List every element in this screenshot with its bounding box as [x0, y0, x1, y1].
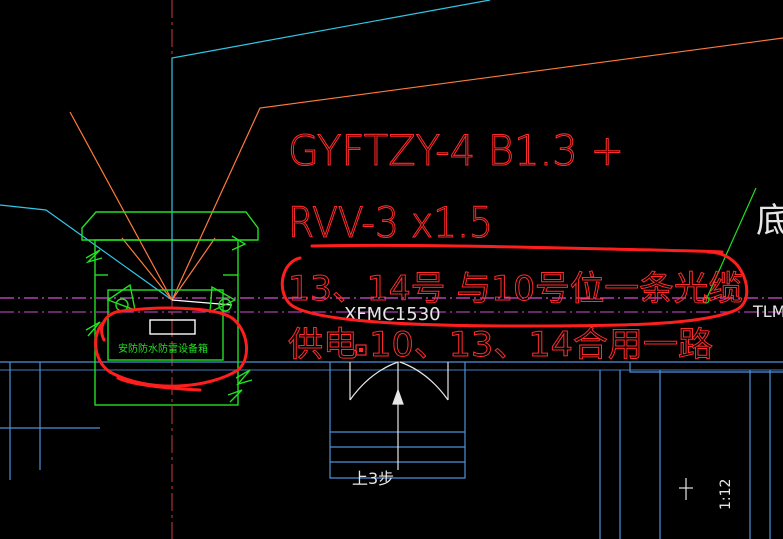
equipment-break-symbol-b	[227, 389, 243, 403]
equipment-break-symbol-tl	[85, 249, 103, 264]
cable-spec-line1: GYFTZY-4 B1.3 +	[288, 126, 624, 175]
equipment-cam-right	[218, 298, 232, 312]
wall-right-notch	[629, 362, 783, 373]
note-line1: 13、14号 与10号位一条光缆	[288, 269, 743, 309]
door-tag-marker-dot	[359, 348, 363, 352]
partial-tl-label: TLM	[752, 302, 783, 321]
markup-ellipse-note	[280, 250, 749, 328]
cable-orange-left	[69, 111, 173, 301]
cable-cyan-route	[171, 0, 491, 300]
equipment-camera-left	[106, 283, 136, 312]
door-tag-text: XFMC1530	[344, 304, 441, 325]
equipment-break-symbol-bl	[85, 321, 101, 337]
stair-arrow-head	[392, 388, 404, 405]
equipment-box-label: 安防防水防雷设备箱	[118, 342, 208, 355]
door-leaf-right	[399, 361, 449, 401]
stair-arrow	[392, 388, 404, 470]
slope-symbol	[679, 478, 693, 500]
leader-dot-right	[702, 296, 710, 304]
stair-label: 上3步	[352, 469, 394, 488]
cable-orange-right	[171, 37, 783, 301]
markup-underline	[310, 243, 724, 254]
door-tag-marker	[355, 344, 367, 356]
equipment-terminal	[149, 319, 196, 335]
slope-label: 1:12	[718, 479, 734, 510]
door-leaf-left	[349, 361, 399, 401]
equipment-camera-right	[209, 285, 237, 314]
equipment-box-inner	[107, 289, 224, 361]
cable-white-short	[171, 299, 233, 306]
centerline-group	[0, 297, 783, 313]
markup-ellipse-equipment	[94, 306, 249, 388]
leader-line-right	[705, 187, 757, 301]
stair-outline	[329, 362, 466, 479]
equipment-box-lid	[81, 211, 259, 241]
cable-spec-line2: RVV-3 x1.5	[288, 198, 493, 247]
note-line2: 供电 10、13、14合用一路	[288, 325, 713, 365]
cable-routes	[0, 0, 783, 306]
equipment-break-symbol-tr	[231, 235, 247, 251]
equipment-break-symbol-br	[235, 369, 253, 386]
partial-right-character: 底	[756, 201, 783, 241]
markup-group	[94, 243, 749, 392]
cable-cyan-left	[0, 204, 173, 301]
wall-lines	[0, 361, 783, 539]
markup-hook	[116, 376, 202, 392]
